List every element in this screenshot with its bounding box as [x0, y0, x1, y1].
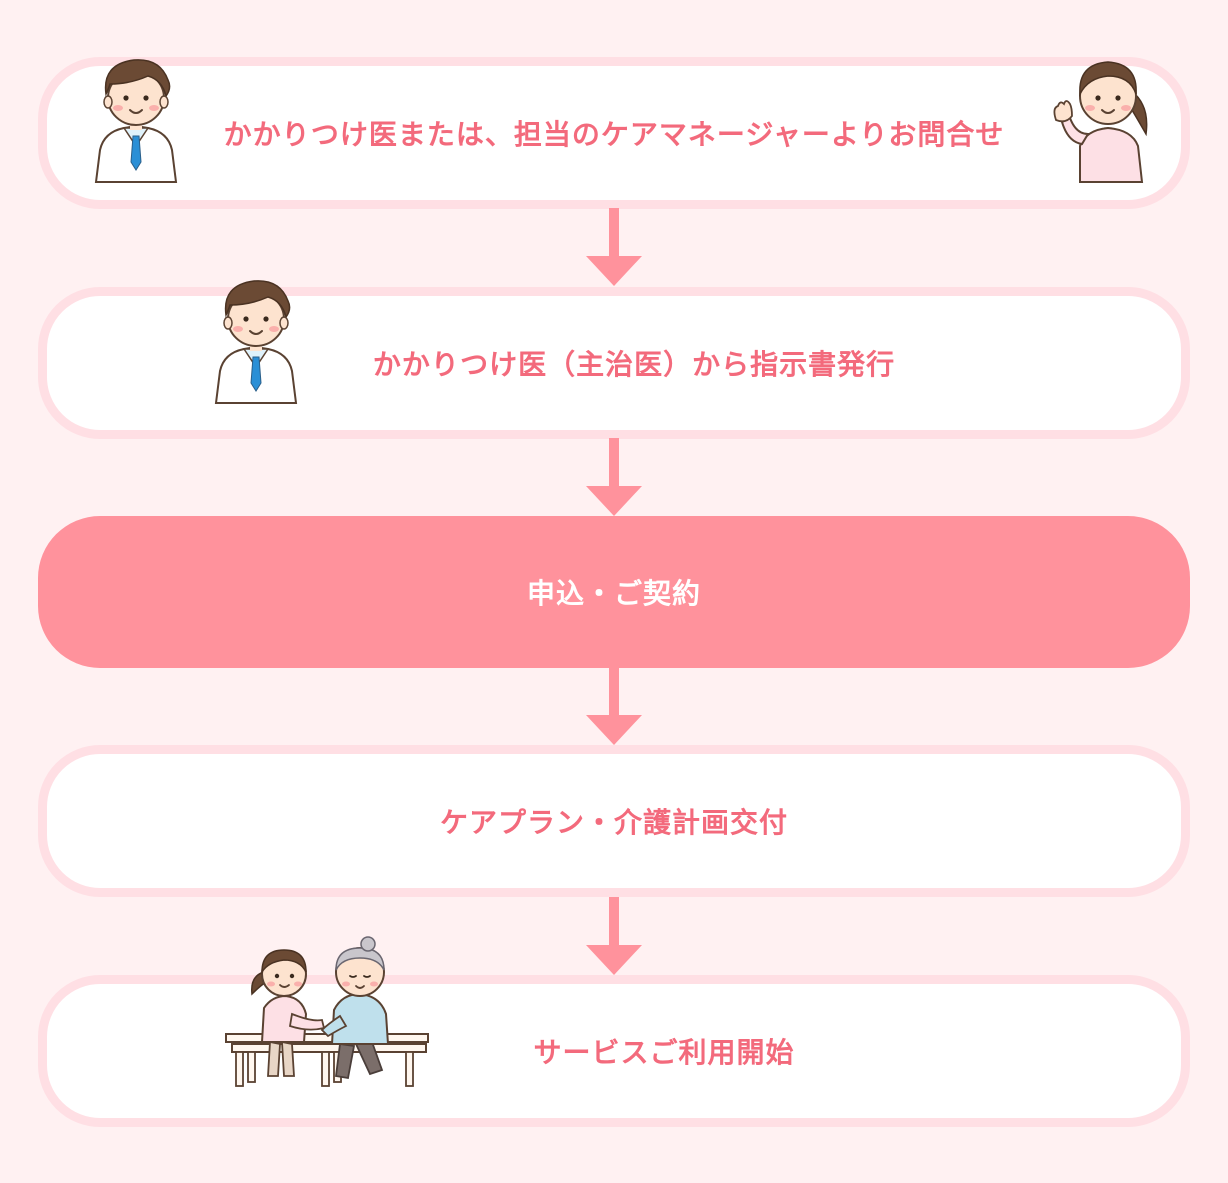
step-4-label: ケアプラン・介護計画交付: [439, 806, 788, 839]
step-3-box: 申込・ご契約: [38, 516, 1190, 668]
doctor-icon: [214, 280, 298, 404]
step-1-label: かかりつけ医または、担当のケアマネージャーよりお問合せ: [223, 118, 1005, 151]
arrow-down-icon: [586, 208, 642, 286]
care-manager-icon: [1053, 61, 1148, 183]
arrow-down-icon: [586, 438, 642, 516]
step-5-label: サービスご利用開始: [533, 1036, 795, 1069]
doctor-icon: [94, 59, 178, 183]
caregiver-with-elder-icon: [225, 936, 429, 1087]
step-1-box: かかりつけ医または、担当のケアマネージャーよりお問合せ: [38, 57, 1190, 209]
step-5-box: サービスご利用開始: [38, 975, 1190, 1127]
step-4-box: ケアプラン・介護計画交付: [38, 745, 1190, 897]
step-3-label: 申込・ご契約: [526, 577, 701, 610]
arrow-down-icon: [586, 667, 642, 745]
arrow-down-icon: [586, 897, 642, 975]
step-2-label: かかりつけ医（主治医）から指示書発行: [372, 348, 896, 381]
